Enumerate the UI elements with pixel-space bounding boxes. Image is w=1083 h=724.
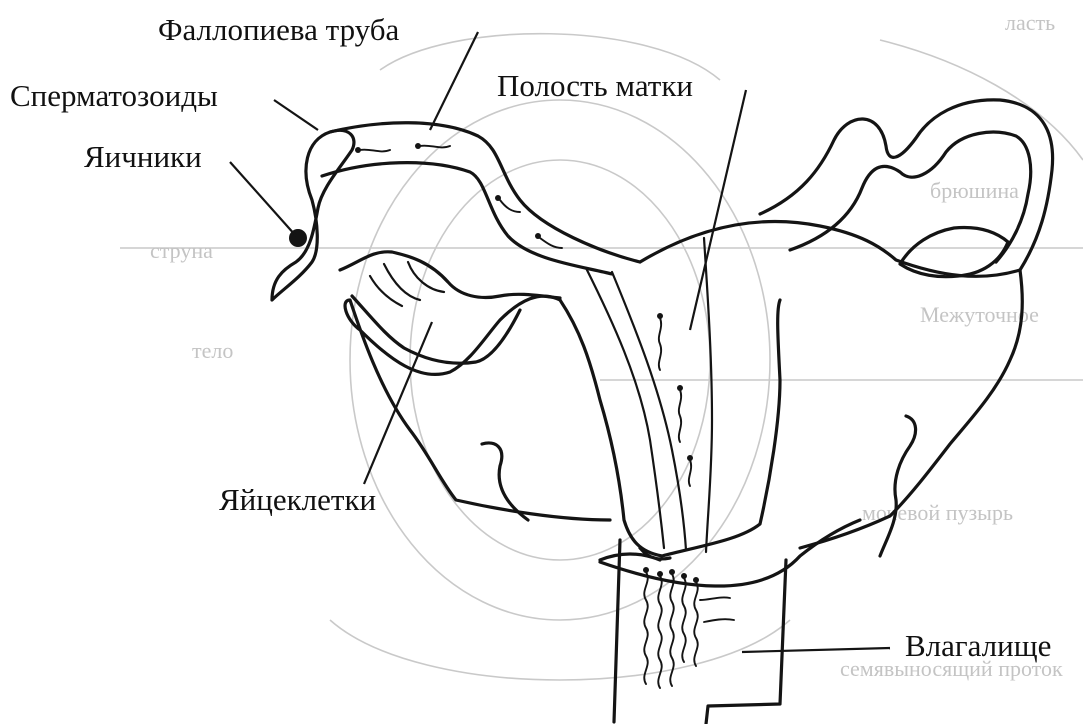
leader-uterine-cavity xyxy=(690,90,746,330)
svg-text:тело: тело xyxy=(192,338,233,363)
sperm-in-tube xyxy=(355,143,562,248)
leader-fallopian-tube xyxy=(430,32,478,130)
right-ovary xyxy=(900,228,1008,277)
label-uterine-cavity: Полость матки xyxy=(497,70,693,101)
svg-text:мочевой пузырь: мочевой пузырь xyxy=(862,500,1013,525)
svg-text:брюшина: брюшина xyxy=(930,178,1019,203)
svg-text:ласть: ласть xyxy=(1005,10,1055,35)
svg-text:струна: струна xyxy=(150,238,213,263)
label-eggs: Яйцеклетки xyxy=(219,484,376,515)
leader-ovaries xyxy=(230,162,296,236)
leader-sperm xyxy=(274,100,318,130)
cervix xyxy=(560,300,780,556)
bleed-through-background: ласть брюшина струна Межуточное тело моч… xyxy=(120,10,1083,681)
vagina xyxy=(600,540,786,724)
label-fallopian-tube: Фаллопиева труба xyxy=(158,14,399,45)
label-vagina: Влагалище xyxy=(905,630,1051,661)
uterine-cavity-wall-left xyxy=(586,268,664,548)
left-fimbriae xyxy=(340,252,560,363)
left-ovary xyxy=(272,130,354,300)
label-sperm: Сперматозоиды xyxy=(10,80,218,111)
leader-vagina xyxy=(742,648,890,652)
label-ovaries: Яичники xyxy=(84,141,202,172)
right-round-ligament xyxy=(880,416,916,556)
leader-eggs xyxy=(364,322,432,484)
